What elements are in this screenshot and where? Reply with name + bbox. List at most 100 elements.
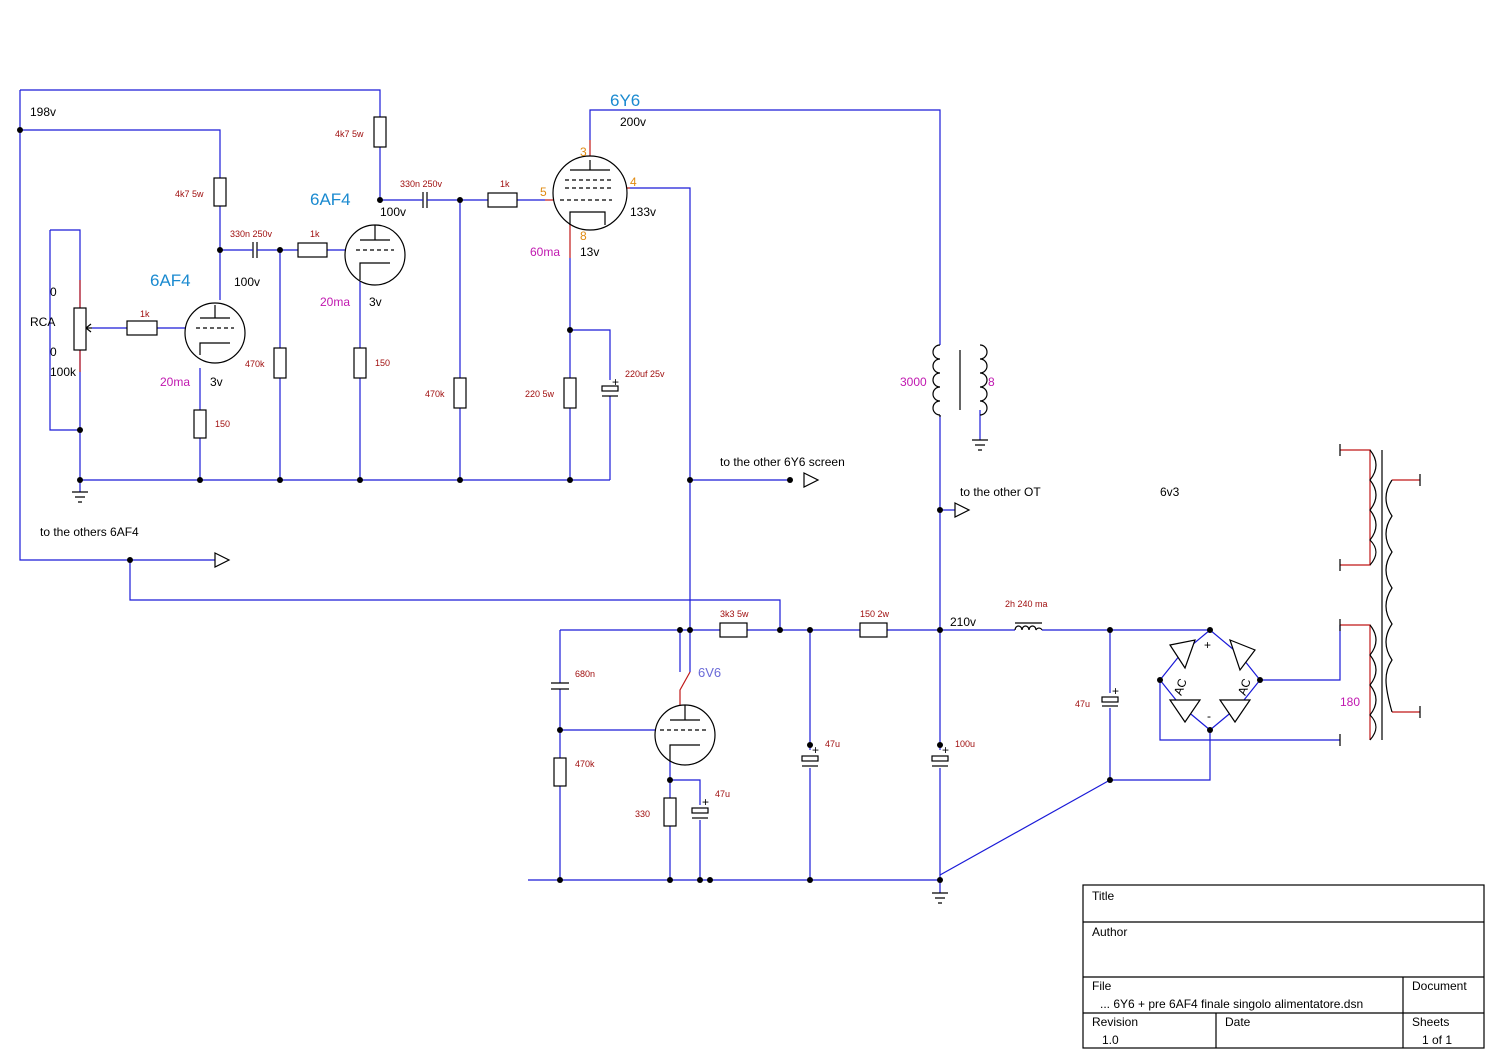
label-330n-1: 330n 250v — [230, 229, 273, 239]
v2-plate-voltage: 100v — [380, 205, 406, 219]
label-220: 220 5w — [525, 389, 555, 399]
ot-primary-label: 3000 — [900, 375, 927, 389]
label-47u-a: 47u — [715, 789, 730, 799]
rca-label: RCA — [30, 315, 55, 329]
heater-label: 6v3 — [1160, 485, 1180, 499]
tube-v4 — [654, 704, 716, 766]
tube-v1-name: 6AF4 — [150, 271, 191, 290]
v1-current: 20ma — [160, 375, 190, 389]
label-47u-c: 47u — [1075, 699, 1090, 709]
file-value: ... 6Y6 + pre 6AF4 finale singolo alimen… — [1100, 997, 1363, 1011]
label-3k3: 3k3 5w — [720, 609, 749, 619]
resistors — [73, 116, 888, 827]
v3-plate-voltage: 200v — [620, 115, 646, 129]
labels: 6AF4 6AF4 6Y6 6V6 198v 100v 3v 20ma 100v… — [30, 91, 1360, 819]
revision-label: Revision — [1092, 1015, 1138, 1029]
label-220u: 220uf 25v — [625, 369, 665, 379]
file-label: File — [1092, 979, 1112, 993]
tube-v3-name: 6Y6 — [610, 91, 640, 110]
pin-8-label: 8 — [580, 229, 587, 243]
v1-plate-voltage: 100v — [234, 275, 260, 289]
v3-current: 60ma — [530, 245, 560, 259]
pin-5-label: 5 — [540, 185, 547, 199]
tube-v3 — [552, 155, 628, 231]
wires — [19, 89, 1341, 893]
v2-current: 20ma — [320, 295, 350, 309]
tube-v1 — [184, 302, 246, 364]
svg-text:+: + — [1112, 684, 1119, 698]
resistor-470k-1 — [273, 347, 287, 379]
label-680n: 680n — [575, 669, 595, 679]
output-transformer — [932, 344, 988, 417]
sheets-label: Sheets — [1412, 1015, 1449, 1029]
v3-screen-voltage: 133v — [630, 205, 656, 219]
label-4k7-v1: 4k7 5w — [175, 189, 204, 199]
resistor-1k-in — [126, 320, 158, 336]
label-150-2w: 150 2w — [860, 609, 890, 619]
author-label: Author — [1092, 925, 1127, 939]
resistor-1k-v3 — [487, 192, 518, 208]
connectors — [214, 472, 971, 568]
power-transformer — [1339, 444, 1421, 746]
label-470k-1: 470k — [245, 359, 265, 369]
label-1k-v2: 1k — [310, 229, 320, 239]
resistor-1k-v2 — [297, 242, 328, 258]
pot-top-label: 0 — [50, 285, 57, 299]
resistor-470k-3 — [553, 757, 567, 787]
label-choke: 2h 240 ma — [1005, 599, 1048, 609]
tube-v4-name: 6V6 — [698, 665, 721, 680]
label-4k7-v2: 4k7 5w — [335, 129, 364, 139]
resistor-150-v2 — [353, 347, 367, 379]
label-470k-3: 470k — [575, 759, 595, 769]
bridge-plus: + — [1204, 638, 1211, 652]
label-330: 330 — [635, 809, 650, 819]
date-label: Date — [1225, 1015, 1251, 1029]
title-block: Title Author File ... 6Y6 + pre 6AF4 fin… — [1082, 884, 1485, 1049]
resistor-150-2w — [859, 622, 888, 638]
label-150-v2: 150 — [375, 358, 390, 368]
bridge-ac-right: AC — [1235, 676, 1254, 697]
bridge-rectifier — [1159, 629, 1261, 731]
resistor-330 — [663, 797, 677, 827]
pot-mid-label: 0 — [50, 345, 57, 359]
to-others-6af4-label: to the others 6AF4 — [40, 525, 139, 539]
label-470k-2: 470k — [425, 389, 445, 399]
label-47u-b: 47u — [825, 739, 840, 749]
supply-210-label: 210v — [950, 615, 976, 629]
potentiometer — [73, 307, 87, 351]
title-label: Title — [1092, 889, 1115, 903]
svg-text:+: + — [942, 743, 949, 757]
resistor-150-v1 — [193, 409, 207, 439]
resistor-4k7-v2 — [373, 116, 387, 148]
sheets-value: 1 of 1 — [1422, 1033, 1452, 1047]
label-100u: 100u — [955, 739, 975, 749]
pin-4-label: 4 — [630, 175, 637, 189]
svg-text:+: + — [812, 743, 819, 757]
pin-3-label: 3 — [580, 145, 587, 159]
label-330n-2: 330n 250v — [400, 179, 443, 189]
v1-cathode-voltage: 3v — [210, 375, 223, 389]
resistor-220 — [563, 377, 577, 409]
resistor-470k-2 — [453, 377, 467, 409]
label-150-v1: 150 — [215, 419, 230, 429]
tube-v2 — [344, 224, 406, 286]
label-1k-in: 1k — [140, 309, 150, 319]
resistor-4k7-v1 — [213, 177, 227, 207]
rail-198-label: 198v — [30, 105, 56, 119]
bridge-minus: - — [1207, 709, 1211, 723]
label-1k-v3: 1k — [500, 179, 510, 189]
choke — [1014, 622, 1043, 631]
v2-cathode-voltage: 3v — [369, 295, 382, 309]
junctions — [17, 127, 1263, 883]
to-other-screen-label: to the other 6Y6 screen — [720, 455, 845, 469]
document-label: Document — [1412, 979, 1467, 993]
pot-value-label: 100k — [50, 365, 77, 379]
leads — [79, 140, 1420, 740]
capacitors: + + + + + — [247, 192, 1119, 819]
svg-text:+: + — [612, 375, 619, 389]
to-other-ot-label: to the other OT — [960, 485, 1041, 499]
ot-secondary-label: 8 — [988, 375, 995, 389]
v3-cathode-voltage: 13v — [580, 245, 599, 259]
revision-value: 1.0 — [1102, 1033, 1119, 1047]
